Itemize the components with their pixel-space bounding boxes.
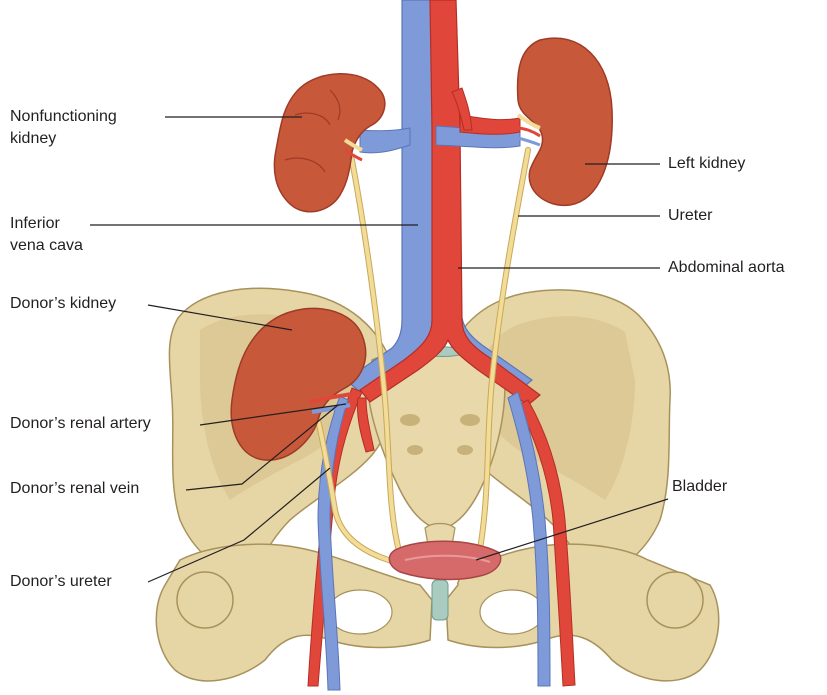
label-donors-kidney: Donor’s kidney [10,293,116,315]
sacral-foramen [407,445,423,455]
pubic-symphysis [432,580,448,620]
label-inferior-vena-cava-line1: Inferior [10,213,83,235]
label-nonfunctioning-kidney-line2: kidney [10,128,117,150]
label-left-kidney: Left kidney [668,153,745,175]
label-ureter: Ureter [668,205,712,227]
label-nonfunctioning-kidney: Nonfunctioning kidney [10,106,117,150]
label-donors-renal-vein: Donor’s renal vein [10,478,139,500]
femoral-head-right [647,572,703,628]
femoral-head-left [177,572,233,628]
label-nonfunctioning-kidney-line1: Nonfunctioning [10,106,117,128]
label-inferior-vena-cava-line2: vena cava [10,235,83,257]
sacral-foramen [457,445,473,455]
sacral-foramen [400,414,420,426]
label-donors-renal-artery: Donor’s renal artery [10,413,151,435]
label-inferior-vena-cava: Inferior vena cava [10,213,83,257]
label-abdominal-aorta: Abdominal aorta [668,257,785,279]
obturator-foramen-left [328,590,392,634]
sacral-foramen [460,414,480,426]
obturator-foramen-right [480,590,544,634]
label-donors-ureter: Donor’s ureter [10,571,112,593]
label-bladder: Bladder [672,476,727,498]
